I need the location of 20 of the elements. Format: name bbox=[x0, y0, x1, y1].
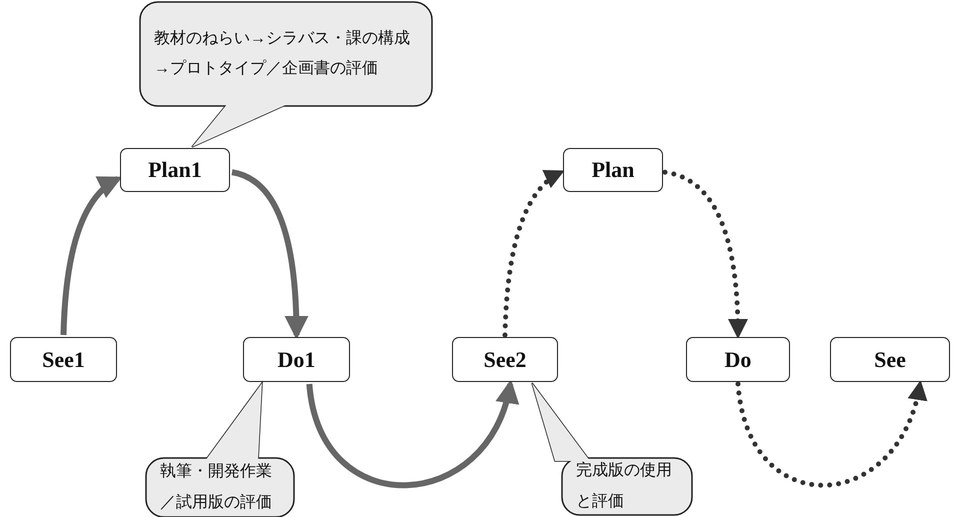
process-box bbox=[243, 337, 350, 382]
node-label: See1 bbox=[42, 346, 85, 372]
curved-arrow bbox=[306, 379, 517, 488]
process-box bbox=[120, 148, 230, 192]
node-label: See bbox=[874, 346, 906, 372]
dotted-arrow bbox=[662, 170, 748, 339]
process-box bbox=[686, 337, 790, 382]
dotted-arrow bbox=[736, 380, 926, 488]
node-label: Plan bbox=[592, 157, 634, 183]
process-box bbox=[452, 337, 558, 382]
process-box bbox=[563, 148, 663, 192]
dotted-arrow bbox=[502, 170, 564, 338]
node-label: Plan1 bbox=[148, 157, 202, 183]
node-label: Do1 bbox=[278, 346, 316, 372]
process-box bbox=[830, 337, 950, 382]
curved-arrow bbox=[231, 169, 308, 340]
process-box bbox=[10, 337, 117, 382]
node-label: Do bbox=[724, 346, 752, 372]
node-label: See2 bbox=[484, 346, 526, 372]
curved-arrow bbox=[60, 176, 122, 336]
